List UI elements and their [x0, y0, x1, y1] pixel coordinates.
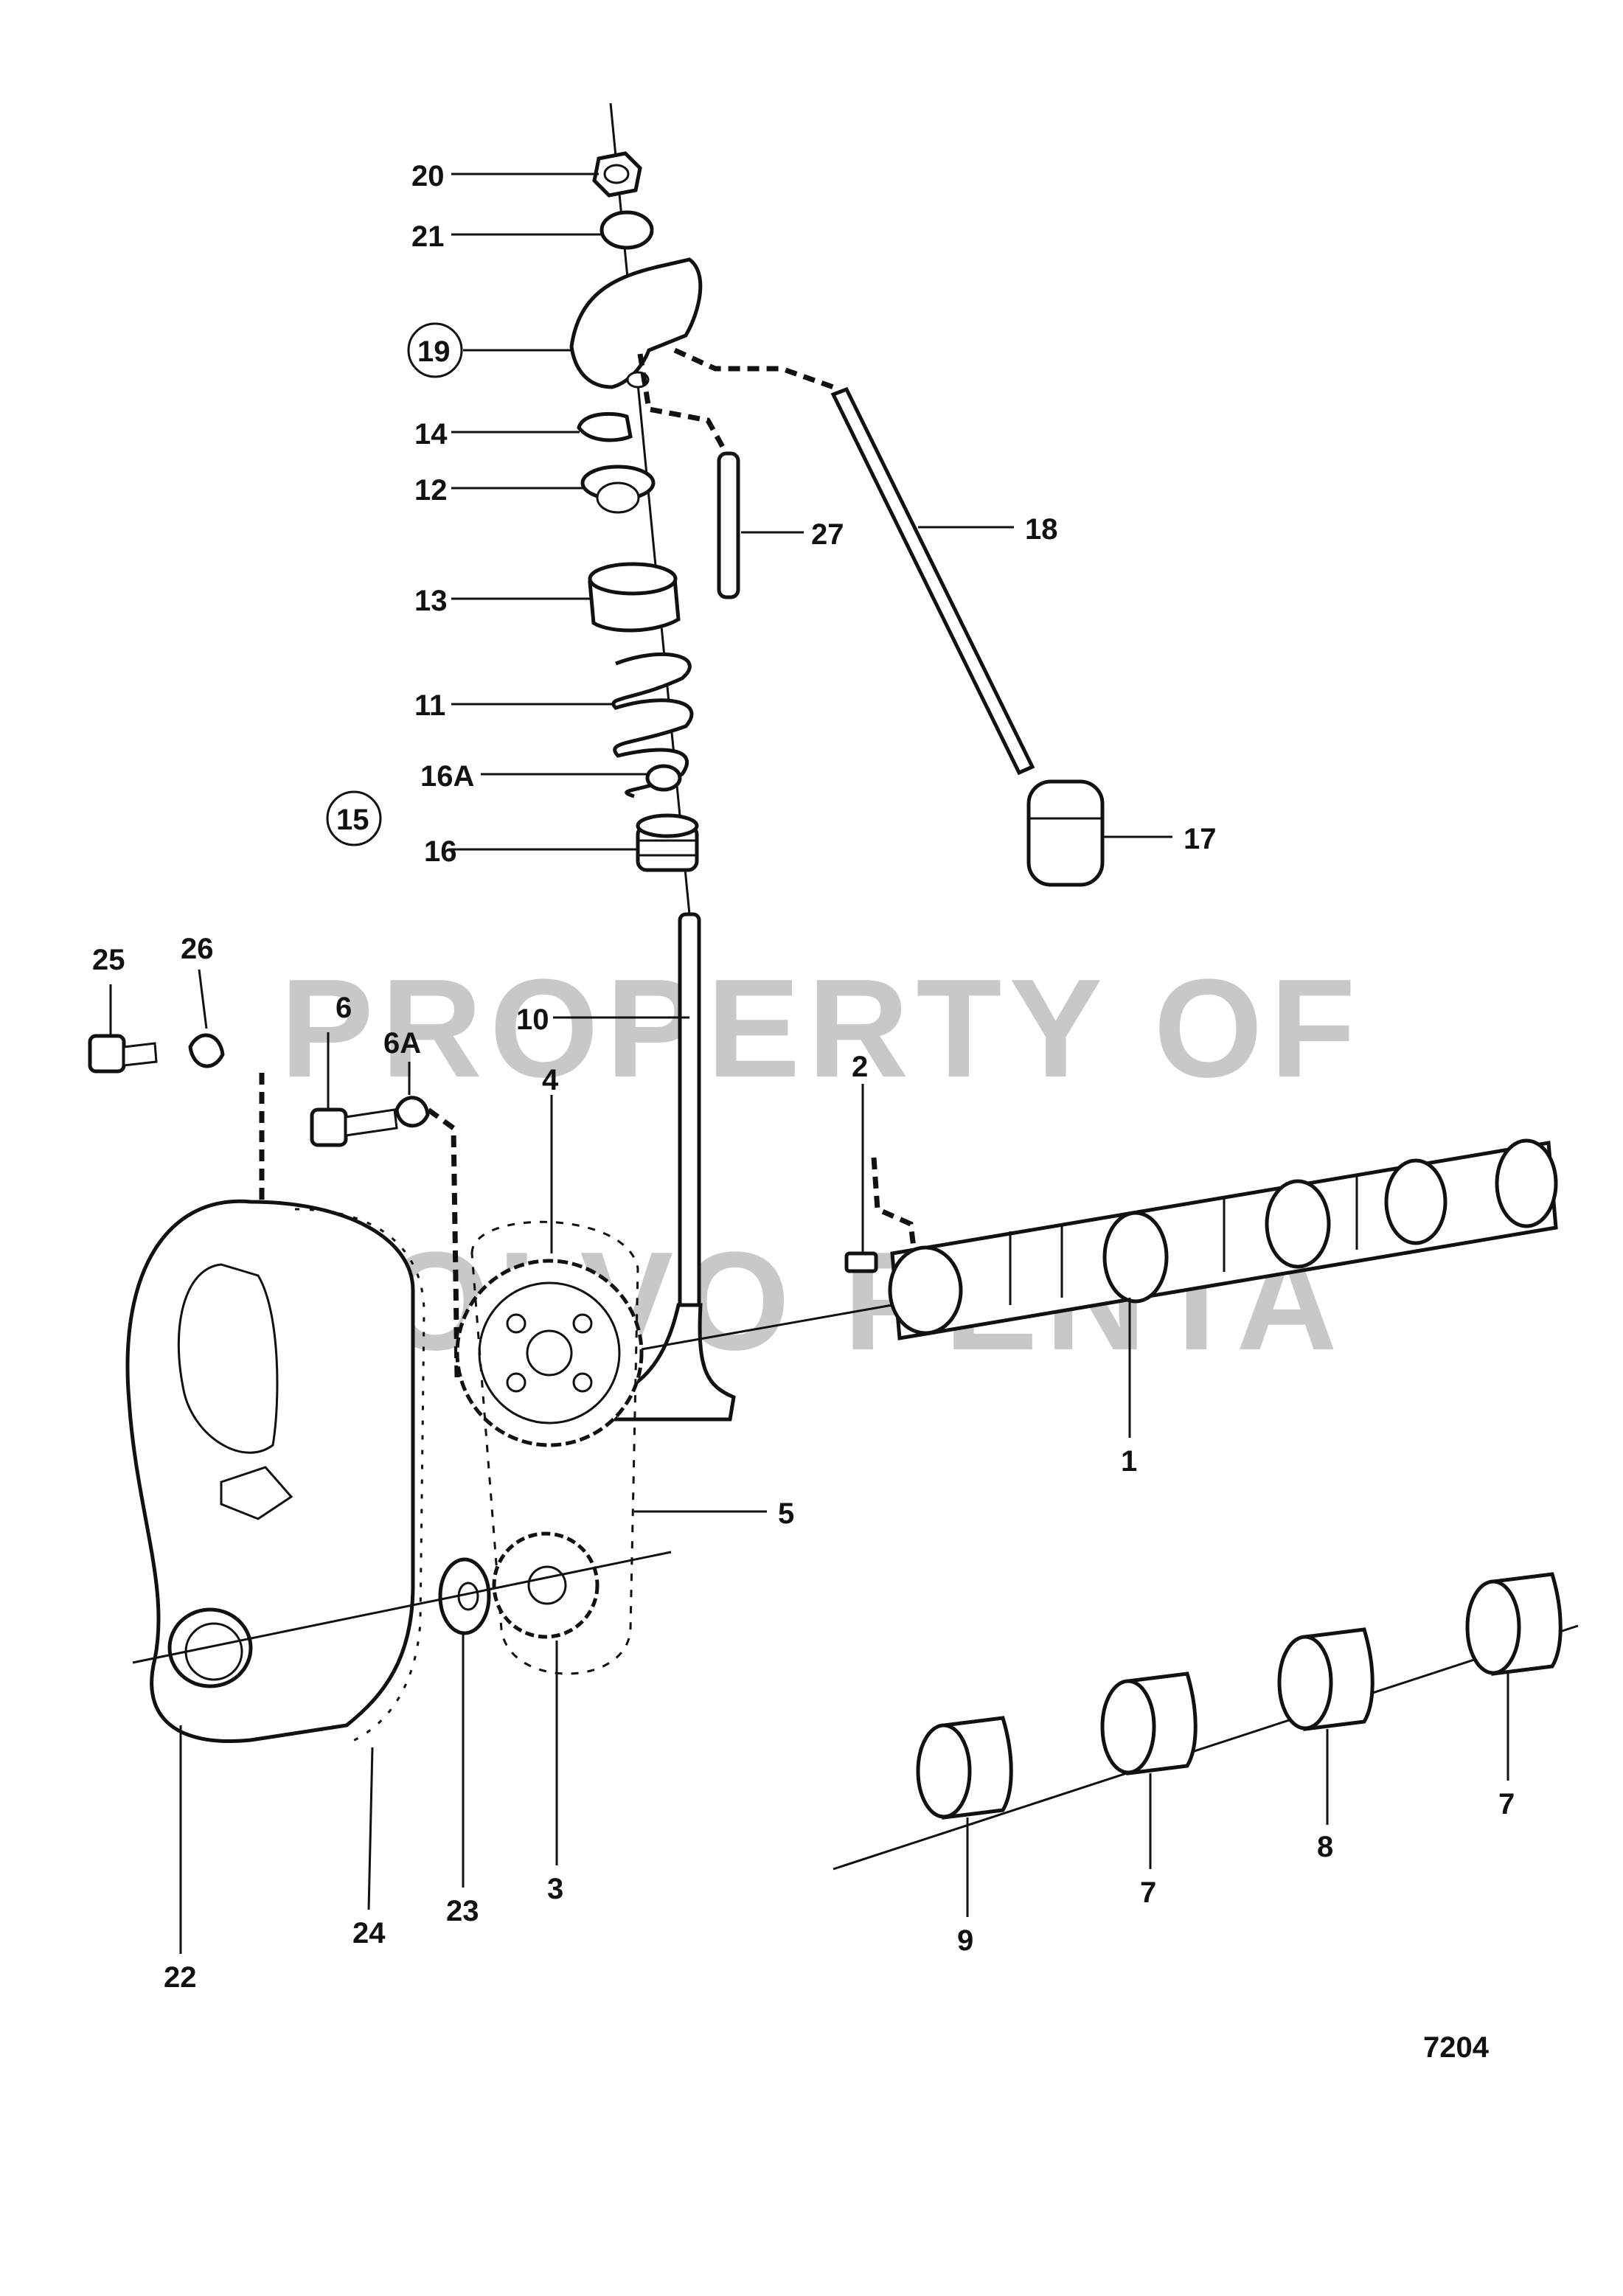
camshaft-sprocket-part — [455, 1259, 644, 1447]
crank-axis-line — [132, 1551, 672, 1664]
callout-27: 27 — [811, 518, 844, 551]
callout-21: 21 — [411, 220, 445, 253]
bolt-connection-line — [411, 1096, 460, 1380]
callout-23: 23 — [446, 1895, 479, 1927]
camshaft-bearing-8-part — [1277, 1627, 1374, 1731]
watermark-line1: PROPERTY OF — [280, 950, 1363, 1107]
callout-10: 10 — [516, 1003, 549, 1036]
camshaft-bearing-7b-part — [1465, 1572, 1563, 1676]
pushrod-part — [830, 386, 1035, 776]
camshaft-bearing-7a-part — [1100, 1671, 1198, 1775]
callout-14: 14 — [414, 418, 448, 450]
callout-4: 4 — [542, 1064, 559, 1096]
adjusting-nut-part — [592, 151, 642, 198]
callout-6A: 6A — [383, 1027, 421, 1060]
crank-washer-part — [438, 1557, 491, 1635]
ball-seat-part — [599, 210, 654, 250]
callout-7a: 7 — [1140, 1876, 1156, 1909]
timing-chain-part — [470, 1220, 639, 1675]
timing-cover-part — [125, 1199, 415, 1743]
leader-lines — [109, 173, 1509, 1954]
callout-20: 20 — [411, 160, 445, 192]
callout-15: 15 — [336, 804, 369, 836]
pushrod-stud-part — [717, 451, 740, 599]
spring-cap-part — [588, 562, 681, 633]
callout-5: 5 — [778, 1497, 794, 1530]
callout-25: 25 — [92, 944, 125, 976]
callout-18: 18 — [1025, 513, 1058, 546]
camshaft-part — [641, 1138, 1558, 1351]
callout-13: 13 — [414, 585, 448, 617]
pushrod-connection-line — [673, 347, 835, 390]
crankshaft-sprocket-part — [492, 1531, 599, 1639]
callout-7b: 7 — [1498, 1788, 1515, 1820]
callout-11: 11 — [414, 689, 445, 722]
sprocket-washer-part — [395, 1096, 430, 1128]
callout-15-circle — [326, 790, 382, 846]
sprocket-bolt-part — [310, 1107, 398, 1147]
callout-2: 2 — [852, 1051, 868, 1083]
bearing-axis-line — [833, 1624, 1579, 1871]
callout-3: 3 — [547, 1873, 563, 1905]
spring-retainer-part — [580, 465, 656, 514]
valve-guide-seal-part — [636, 813, 699, 872]
callout-19-circle — [407, 322, 463, 378]
callout-labels: 20 21 19 14 12 13 11 16A 15 16 27 18 17 … — [92, 160, 1515, 2064]
callout-16A: 16A — [420, 760, 474, 793]
callout-17: 17 — [1184, 823, 1217, 855]
valve-stem-seal-part — [645, 764, 682, 792]
valve-collets-part — [577, 411, 633, 442]
watermark: PROPERTY OF VOLVO PENTA — [280, 950, 1363, 1380]
valve-part — [610, 912, 736, 1422]
lock-washer-part — [188, 1033, 225, 1068]
rocker-arm-part — [569, 257, 703, 389]
callout-8: 8 — [1317, 1831, 1333, 1863]
stud-connection-line — [637, 353, 729, 455]
callout-6: 6 — [336, 992, 352, 1024]
camshaft-bearing-9-part — [916, 1716, 1013, 1820]
callout-16: 16 — [424, 835, 457, 868]
woodruff-key-part — [844, 1251, 878, 1273]
cover-screw-part — [88, 1034, 158, 1074]
callout-1: 1 — [1121, 1445, 1137, 1478]
valve-spring-part — [611, 652, 694, 799]
callout-26: 26 — [181, 933, 214, 965]
callout-22: 22 — [164, 1961, 197, 1994]
callout-24: 24 — [352, 1917, 386, 1949]
tappet-part — [1026, 779, 1105, 887]
drawing-number: 7204 — [1423, 2031, 1490, 2064]
callout-19: 19 — [417, 335, 451, 368]
callout-12: 12 — [414, 474, 448, 507]
callout-9: 9 — [957, 1924, 973, 1957]
